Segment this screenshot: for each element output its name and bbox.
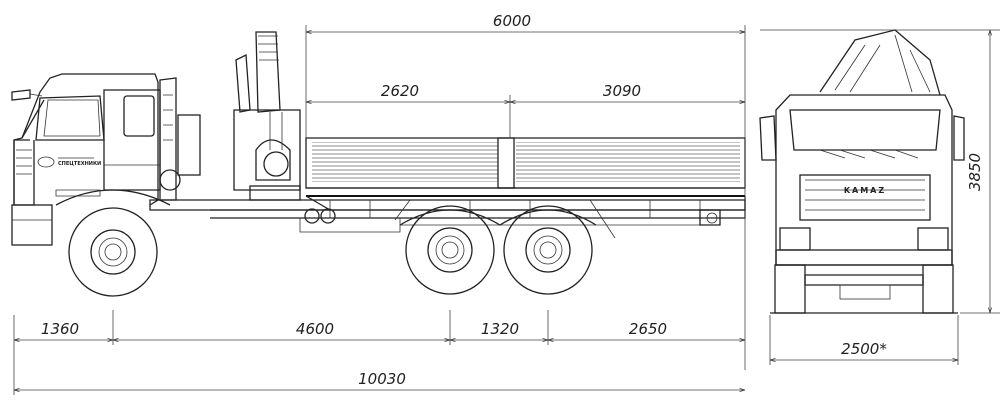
side-view: СПЕЦТЕХНИКИ <box>11 31 746 297</box>
dim-front-overhang: 1360 <box>41 320 79 338</box>
dim-rear-overhang: 2650 <box>629 320 667 338</box>
dim-overall-width: 2500* <box>841 340 887 358</box>
front-wheel <box>68 207 158 297</box>
front-view: KAMAZ <box>759 29 965 314</box>
cab-logo-text: СПЕЦТЕХНИКИ <box>58 161 101 167</box>
dim-bogie-spacing: 1320 <box>481 320 519 338</box>
dim-body-rear-section: 3090 <box>603 82 641 100</box>
air-intake <box>159 77 201 201</box>
dim-body-front-section: 2620 <box>381 82 419 100</box>
cab: СПЕЦТЕХНИКИ <box>11 73 171 246</box>
dim-overall-height: 3850 <box>966 153 984 191</box>
rear-wheel-2 <box>503 205 593 295</box>
dim-wheelbase: 4600 <box>296 320 334 338</box>
dim-overall-length: 10030 <box>358 370 406 388</box>
crane <box>233 31 301 201</box>
rear-fender <box>399 209 597 226</box>
front-brand-text: KAMAZ <box>844 186 886 195</box>
cargo-body <box>305 137 746 239</box>
dimension-lines: 6000 2620 3090 1360 4600 1320 2650 10030… <box>13 12 1000 395</box>
dim-body-length: 6000 <box>493 12 531 30</box>
rear-wheel-1 <box>405 205 495 295</box>
chassis-frame <box>149 199 746 233</box>
rear-equipment <box>304 208 721 226</box>
